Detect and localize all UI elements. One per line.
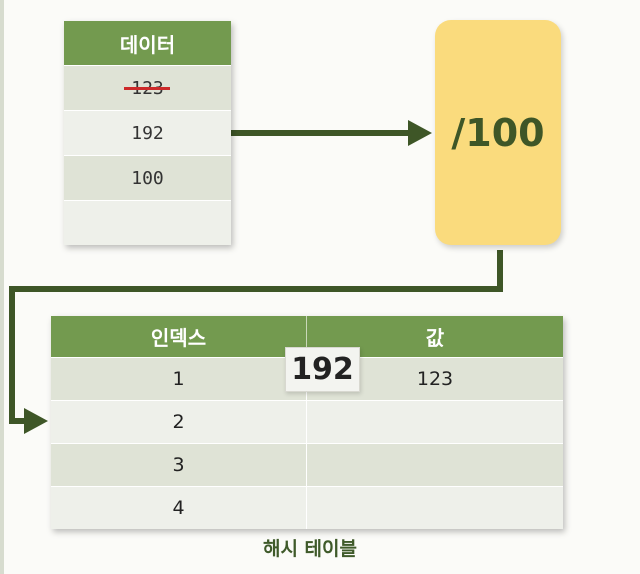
index-cell: 3	[51, 444, 307, 486]
table-row: 4	[51, 486, 563, 529]
value-cell	[307, 401, 563, 443]
hash-table-header: 인덱스 값	[51, 316, 563, 357]
data-row-struck: 123	[64, 65, 231, 110]
arrow-head-hash	[408, 120, 432, 146]
value-cell	[307, 487, 563, 529]
hash-function-label: /100	[451, 110, 545, 155]
data-table-header: 데이터	[64, 21, 231, 65]
data-row: 192	[64, 110, 231, 155]
table-row: 2	[51, 400, 563, 443]
data-value: 100	[131, 167, 164, 189]
table-row: 3	[51, 443, 563, 486]
hash-table: 인덱스 값 1 123 2 3 4	[51, 316, 563, 529]
data-row: 100	[64, 155, 231, 200]
diagram-caption: 해시 테이블	[262, 538, 357, 560]
value-cell	[307, 444, 563, 486]
data-row-empty	[64, 200, 231, 245]
index-cell: 2	[51, 401, 307, 443]
arrow-hash-to-table	[9, 250, 503, 424]
data-table: 데이터 123 192 100	[64, 21, 231, 245]
index-column-header: 인덱스	[51, 316, 307, 357]
incoming-value: 192	[291, 352, 354, 387]
index-cell: 1	[51, 358, 307, 400]
data-value: 192	[131, 122, 164, 144]
left-edge-bar	[0, 0, 4, 574]
index-cell: 4	[51, 487, 307, 529]
incoming-value-card: 192	[285, 347, 360, 392]
strikethrough-mark	[124, 87, 170, 90]
hash-function-box: /100	[435, 20, 561, 245]
value-column-header: 값	[425, 326, 445, 350]
value-cell: 123	[416, 368, 454, 390]
arrow-head-table	[24, 408, 48, 434]
